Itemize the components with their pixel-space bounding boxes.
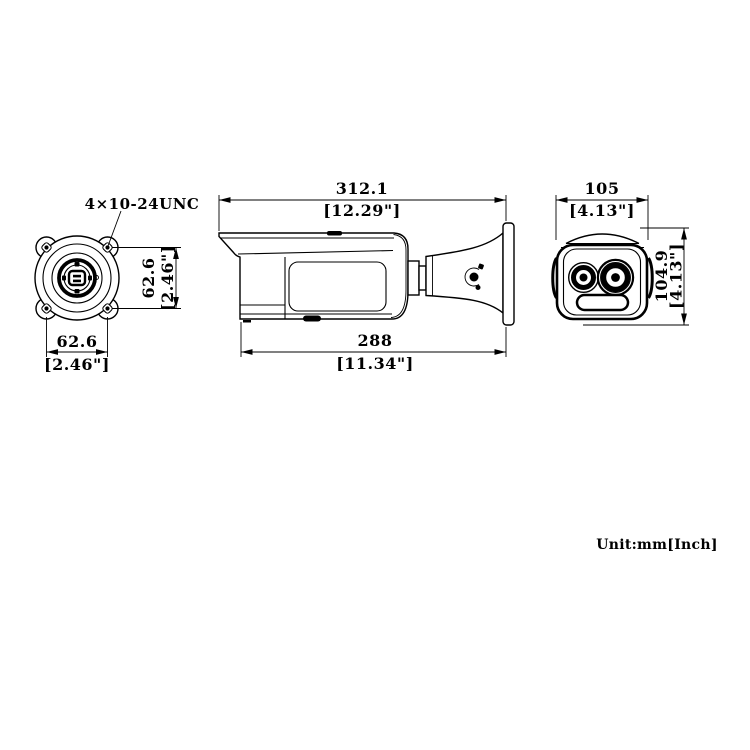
optical-lens — [596, 258, 635, 297]
front-dim-height-in: [4.13"] — [667, 243, 686, 309]
sunshade-bottom-edge — [237, 249, 394, 255]
side-panel — [288, 261, 387, 312]
sunshade-screw — [327, 231, 342, 236]
side-dim-total-in: [12.29"] — [323, 201, 401, 220]
rear-dim-vertical-mm: 62.6 — [139, 258, 158, 299]
side-dim-body-mm: 288 — [358, 331, 393, 350]
rear-slot-bottom — [74, 289, 80, 294]
thread-label: 4×10-24UNC — [85, 195, 200, 213]
base-plate — [502, 222, 515, 326]
front-dim-width-mm: 105 — [585, 179, 620, 198]
bottom-screw — [303, 315, 321, 322]
rear-dim-horizontal-in: [2.46"] — [44, 355, 110, 374]
rear-index-pin — [94, 275, 99, 280]
side-dim-body: 288 [11.34"] — [240, 322, 507, 373]
side-dim-total: 312.1 [12.29"] — [218, 179, 507, 231]
front-dim-height-mm: 104.9 — [652, 250, 671, 303]
rear-dark-ring — [57, 258, 97, 298]
side-view: 312.1 [12.29"] 288 [11.34"] — [218, 179, 515, 373]
bottom-tick — [243, 320, 251, 323]
rear-slot-top — [74, 262, 80, 267]
rear-dim-horizontal-mm: 62.6 — [57, 332, 98, 351]
front-right-ear — [647, 257, 654, 299]
illuminator-window — [575, 293, 630, 312]
rear-slot-left — [62, 275, 66, 281]
rear-inner-ring-2 — [51, 252, 103, 304]
bracket-set-screw — [464, 263, 484, 290]
rear-view: 4×10-24UNC 62.6 [2.46"] 62.6 [2.46"] — [34, 195, 200, 374]
side-dim-body-in: [11.34"] — [336, 354, 414, 373]
rear-connector-bar-1 — [73, 274, 81, 278]
unit-note: Unit:mm[Inch] — [596, 537, 718, 553]
rear-inner-ring-1 — [42, 243, 112, 313]
front-dim-width: 105 [4.13"] — [555, 179, 649, 240]
hinge-block — [407, 260, 420, 296]
rear-cap-inner-edge — [390, 234, 407, 318]
front-view: 105 [4.13"] 104.9 [4.13"] — [551, 179, 689, 326]
front-dome-top — [565, 233, 640, 245]
rear-dim-horizontal: 62.6 [2.46"] — [44, 317, 110, 374]
rear-dim-vertical: 62.6 [2.46"] — [112, 245, 181, 311]
front-dim-width-in: [4.13"] — [569, 201, 635, 220]
thermal-lens — [568, 262, 600, 294]
side-dim-total-mm: 312.1 — [336, 179, 389, 198]
rear-connector-bar-2 — [73, 279, 81, 283]
rear-slot-right — [88, 275, 92, 281]
rear-dim-vertical-in: [2.46"] — [158, 245, 177, 311]
front-faceplate — [562, 248, 642, 316]
rear-center-connector — [67, 269, 87, 287]
hinge-neck — [418, 265, 427, 291]
rear-screw-holes — [41, 242, 113, 314]
thread-leader-line — [107, 210, 122, 247]
front-left-ear — [551, 257, 558, 299]
front-dim-height: 104.9 [4.13"] — [583, 227, 689, 326]
